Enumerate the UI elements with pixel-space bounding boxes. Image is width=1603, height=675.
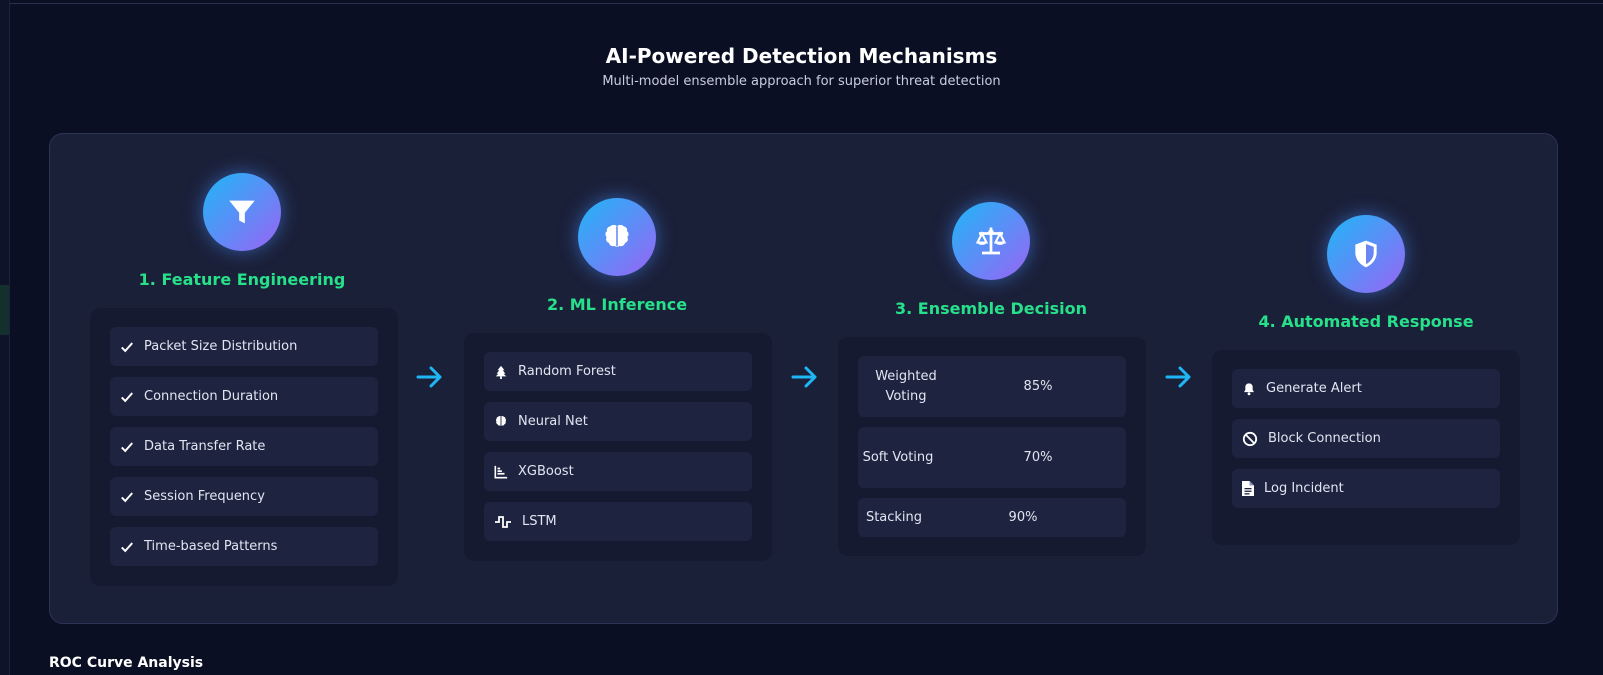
stage-title: 1. Feature Engineering [138, 270, 346, 289]
item-label: Block Connection [1268, 431, 1381, 446]
file-icon [1242, 481, 1254, 496]
list-item: Neural Net [484, 402, 752, 441]
item-label: Log Incident [1264, 481, 1344, 496]
filter-icon [203, 173, 281, 251]
brain-icon [494, 415, 508, 429]
next-section-title: ROC Curve Analysis [49, 655, 204, 671]
method-label: Stacking [865, 509, 923, 525]
item-label: Session Frequency [144, 489, 265, 504]
check-icon [120, 440, 134, 454]
arrow-right-icon [416, 366, 442, 388]
method-weight: 70% [1023, 450, 1053, 465]
item-label: Data Transfer Rate [144, 439, 266, 454]
method-weight: 90% [1008, 510, 1038, 525]
top-divider [0, 3, 1603, 4]
automated-response-card: Generate Alert Block Connection Log Inci… [1212, 350, 1520, 545]
arrow-right-icon [791, 366, 817, 388]
list-item: Weighted Voting 85% [858, 356, 1126, 417]
list-item: Stacking 90% [858, 498, 1126, 537]
check-icon [120, 540, 134, 554]
ml-inference-card: Random Forest Neural Net XGBoost LSTM [464, 333, 772, 561]
shield-icon [1327, 215, 1405, 293]
item-label: Connection Duration [144, 389, 279, 404]
section-subtitle: Multi-model ensemble approach for superi… [602, 74, 1001, 89]
bell-icon [1242, 382, 1256, 396]
list-item: LSTM [484, 502, 752, 541]
method-weight: 85% [1023, 379, 1053, 394]
list-item: Connection Duration [110, 377, 378, 416]
section-title: AI-Powered Detection Mechanisms [605, 44, 998, 68]
sidebar-active-marker [0, 285, 9, 335]
item-label: Packet Size Distribution [144, 339, 298, 354]
stage-title: 2. ML Inference [546, 295, 688, 314]
item-label: Time-based Patterns [144, 539, 278, 554]
item-label: XGBoost [518, 464, 574, 479]
wave-icon [494, 515, 512, 529]
item-label: Generate Alert [1266, 381, 1362, 396]
stage-title: 3. Ensemble Decision [895, 299, 1087, 318]
check-icon [120, 390, 134, 404]
detection-pipeline-panel: 1. Feature Engineering Packet Size Distr… [49, 133, 1558, 624]
list-item[interactable]: Block Connection [1232, 419, 1500, 458]
check-icon [120, 340, 134, 354]
stage-title: 4. Automated Response [1258, 312, 1474, 331]
item-label: Neural Net [518, 414, 588, 429]
ban-icon [1242, 431, 1258, 446]
list-item: Soft Voting 70% [858, 427, 1126, 488]
tree-icon [494, 365, 508, 379]
feature-engineering-card: Packet Size Distribution Connection Dura… [90, 308, 398, 586]
list-item[interactable]: Generate Alert [1232, 369, 1500, 408]
list-item: Time-based Patterns [110, 527, 378, 566]
bar-chart-icon [494, 465, 508, 479]
check-icon [120, 490, 134, 504]
item-label: LSTM [522, 514, 557, 529]
method-label: Weighted Voting [875, 368, 937, 404]
left-sidebar-edge [0, 0, 10, 675]
brain-icon [578, 198, 656, 276]
list-item: Packet Size Distribution [110, 327, 378, 366]
item-label: Random Forest [518, 364, 616, 379]
list-item: Session Frequency [110, 477, 378, 516]
list-item: XGBoost [484, 452, 752, 491]
list-item: Random Forest [484, 352, 752, 391]
ensemble-decision-card: Weighted Voting 85% Soft Voting 70% Stac… [838, 337, 1146, 556]
arrow-right-icon [1165, 366, 1191, 388]
balance-scale-icon [952, 202, 1030, 280]
list-item: Data Transfer Rate [110, 427, 378, 466]
method-label: Soft Voting [862, 449, 934, 465]
list-item[interactable]: Log Incident [1232, 469, 1500, 508]
